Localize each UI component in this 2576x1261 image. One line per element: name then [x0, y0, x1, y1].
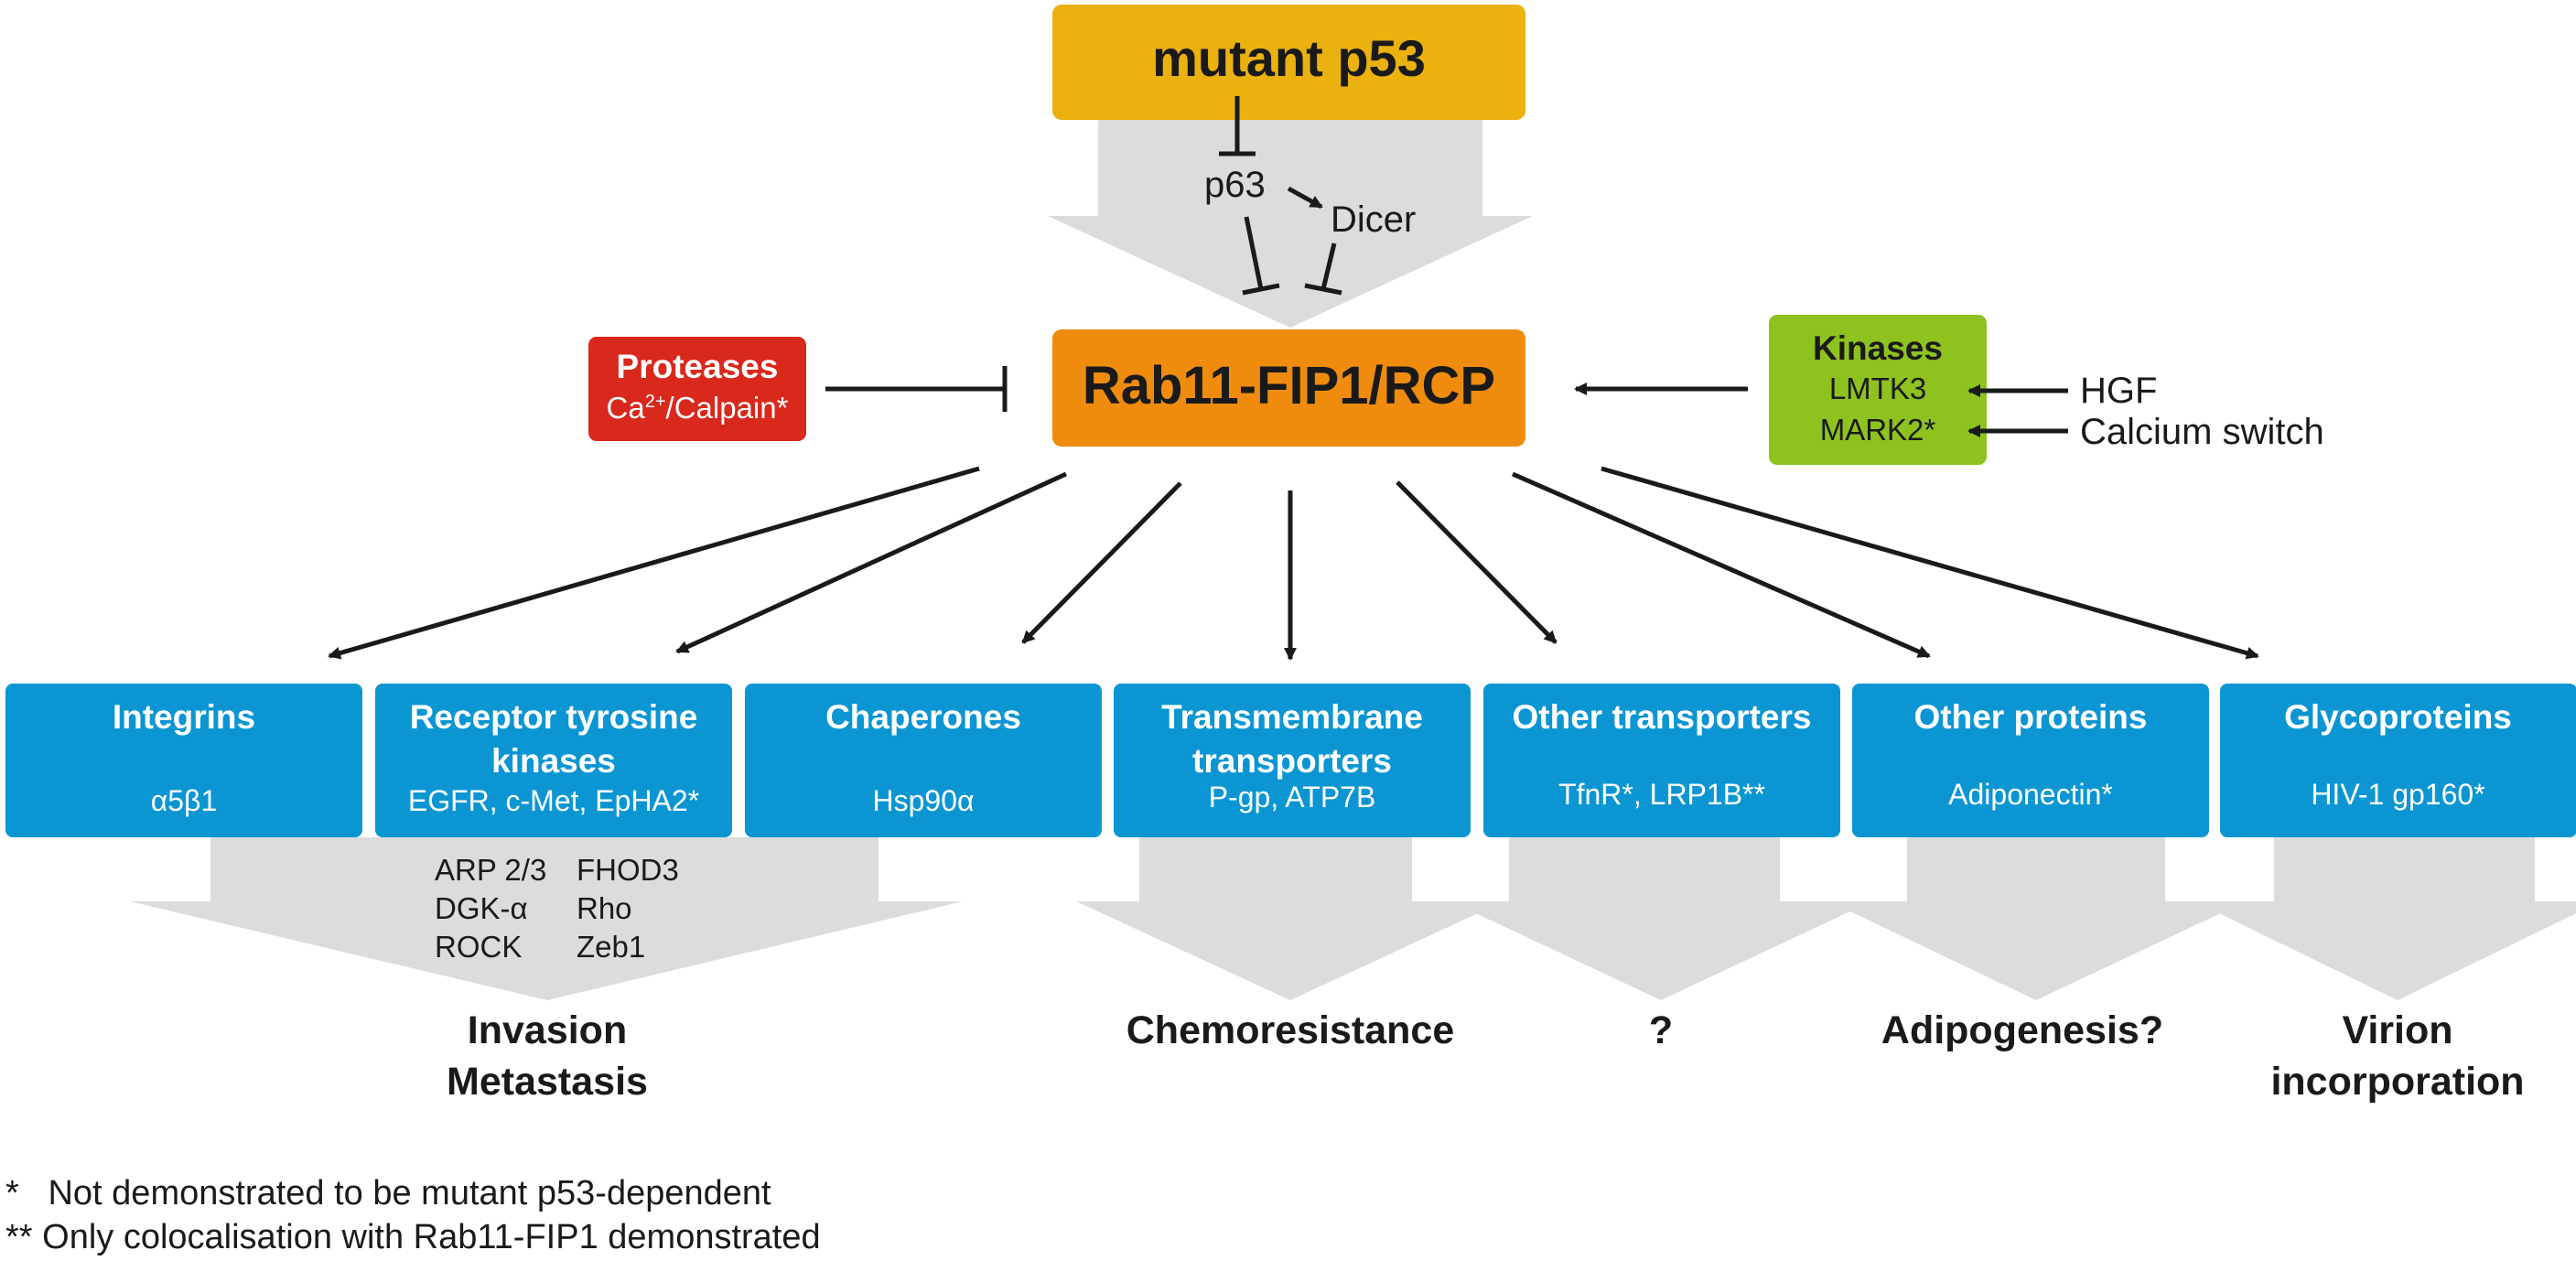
calcium-switch-label: Calcium switch: [2080, 412, 2324, 452]
effector-fhod3: FHOD3: [577, 853, 679, 887]
outcome-metastasis: Metastasis: [447, 1060, 648, 1104]
inhibit-dicer-rab: [1320, 242, 1337, 290]
dicer-label: Dicer: [1331, 199, 1417, 240]
arrow-rab-glycoproteins: [1601, 466, 2259, 660]
proteases-title: Proteases: [616, 348, 779, 385]
category-rtk-sub: EGFR, c-Met, EpHA2*: [407, 784, 700, 817]
category-chaperones-sub: Hsp90α: [872, 784, 975, 817]
hgf-label: HGF: [2080, 371, 2158, 411]
inhibit-p63-rab-bar: [1242, 283, 1280, 296]
arrow-p63-dicer: [1287, 186, 1323, 210]
effector-dgk-alpha: DGK-α: [435, 891, 528, 925]
inhibit-dicer-rab-bar: [1304, 283, 1342, 296]
category-integrins-title: Integrins: [112, 698, 256, 736]
category-integrins-sub: α5β1: [150, 784, 218, 817]
inhibit-p63-rab: [1244, 216, 1264, 290]
category-other-proteins-title: Other proteins: [1913, 698, 2148, 736]
arrow-rab-rtk: [675, 471, 1068, 654]
arrow-rab-other-proteins: [1511, 471, 1931, 659]
arrow-rab-chaperones: [1021, 481, 1182, 644]
outcome-virion-line1: Virion: [2342, 1008, 2453, 1052]
wide-arrow-question: [1450, 837, 1871, 1000]
category-other-proteins-box: [1852, 684, 2209, 837]
rab11-fip1-label: Rab11-FIP1/RCP: [1082, 356, 1496, 415]
category-transmembrane-title-line1: Transmembrane: [1161, 698, 1423, 736]
category-transmembrane-sub: P-gp, ATP7B: [1208, 781, 1376, 814]
mutant-p53-box: [1052, 5, 1525, 120]
kinases-title: Kinases: [1813, 329, 1943, 367]
proteases-subtitle: Ca2+/Calpain*: [606, 391, 789, 425]
category-chaperones-title: Chaperones: [825, 698, 1021, 736]
outcome-invasion: Invasion: [467, 1008, 628, 1052]
effector-zeb1: Zeb1: [577, 930, 646, 964]
wide-arrow-top: [1048, 120, 1533, 328]
category-rtk-title-line2: kinases: [491, 742, 616, 780]
category-chaperones-box: [745, 684, 1102, 837]
outcome-adipogenesis: Adipogenesis?: [1881, 1008, 2164, 1052]
effector-rho: Rho: [577, 891, 632, 925]
wide-arrow-invasion: [130, 837, 963, 1000]
category-transmembrane-title-line2: transporters: [1192, 742, 1392, 780]
category-glycoproteins-box: [2220, 684, 2576, 837]
proteases-box: [588, 337, 806, 441]
rab11-fip1-box: [1052, 329, 1525, 447]
effector-rock: ROCK: [435, 930, 523, 964]
p63-label: p63: [1204, 165, 1266, 205]
category-rtk-box: [375, 684, 732, 837]
footnote-1: * Not demonstrated to be mutant p53-depe…: [5, 1174, 771, 1212]
footnote-2: ** Only colocalisation with Rab11-FIP1 d…: [5, 1218, 821, 1256]
category-integrins-box: [5, 684, 362, 837]
outcome-virion-line2: incorporation: [2270, 1060, 2525, 1104]
wide-arrow-adipogenesis: [1829, 837, 2246, 1000]
category-glycoproteins-sub: HIV-1 gp160*: [2311, 778, 2485, 811]
wide-arrow-chemoresistance: [1076, 837, 1504, 1000]
kinase-item-lmtk3: LMTK3: [1828, 372, 1927, 405]
outcome-chemoresistance: Chemoresistance: [1126, 1008, 1455, 1052]
category-rtk-title-line1: Receptor tyrosine: [409, 698, 698, 736]
outcome-unknown: ?: [1648, 1008, 1674, 1052]
category-other-transporters-box: [1483, 684, 1840, 837]
mutant-p53-label: mutant p53: [1152, 29, 1426, 87]
arrow-rab-other-transporters: [1396, 480, 1557, 644]
category-transmembrane-box: [1114, 684, 1471, 837]
effector-arp23: ARP 2/3: [435, 853, 547, 887]
category-other-proteins-sub: Adiponectin*: [1948, 778, 2113, 811]
category-other-transporters-title: Other transporters: [1512, 698, 1812, 736]
kinases-box: [1769, 315, 1987, 465]
kinase-item-mark2: MARK2*: [1819, 413, 1936, 447]
arrow-rab-integrins: [328, 466, 980, 660]
category-glycoproteins-title: Glycoproteins: [2284, 698, 2512, 736]
wide-arrow-virion: [2194, 837, 2576, 1000]
category-other-transporters-sub: TfnR*, LRP1B**: [1558, 778, 1765, 811]
